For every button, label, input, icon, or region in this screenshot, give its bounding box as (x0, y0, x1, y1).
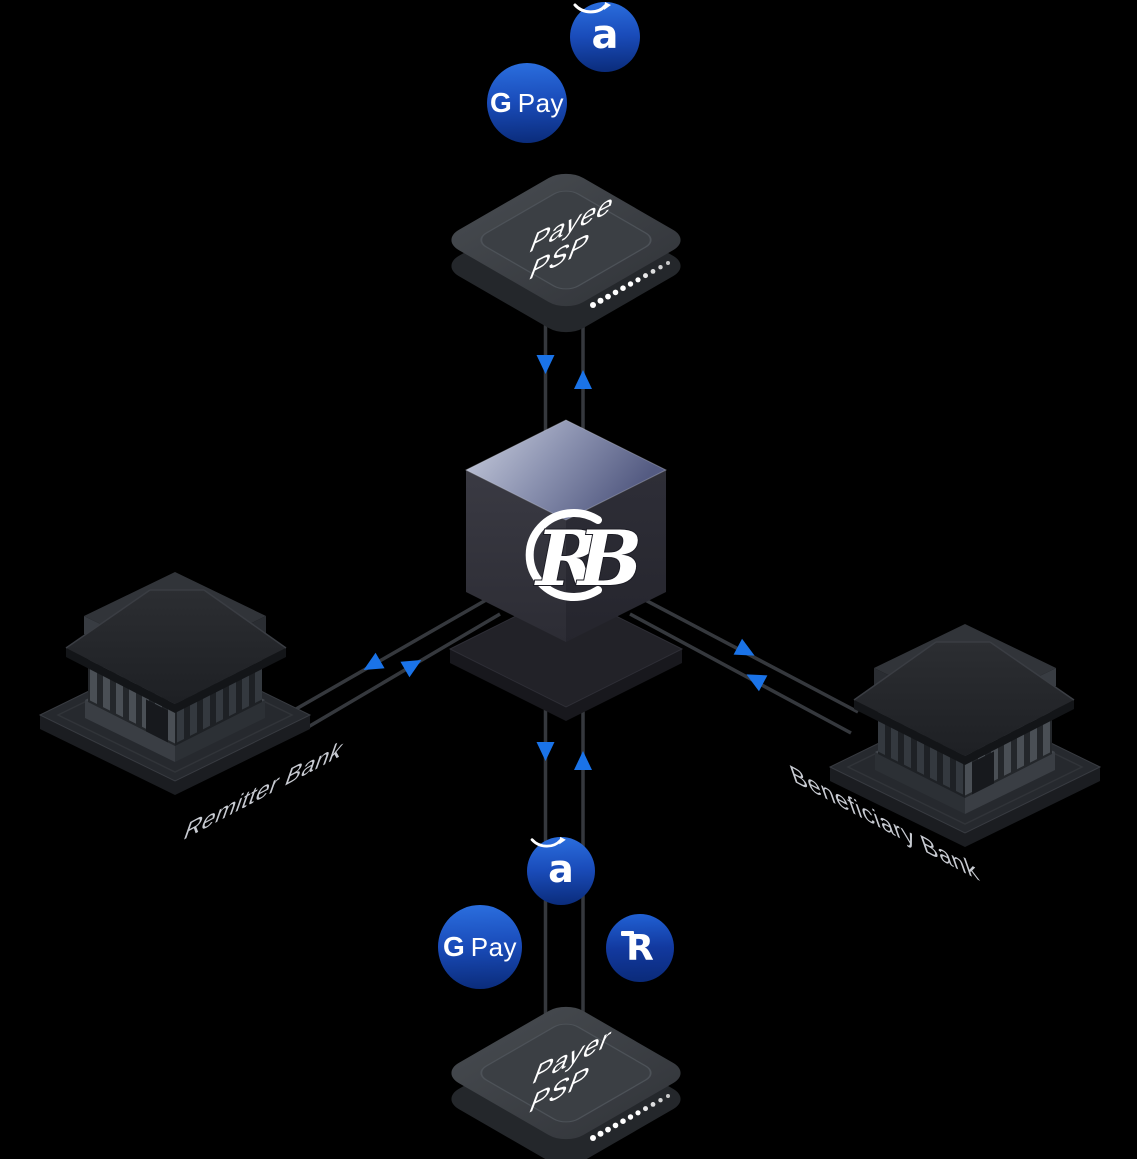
amazon-letter: a (548, 847, 574, 891)
amazon-smile-icon (530, 836, 566, 848)
cube-left-face (466, 470, 566, 642)
arrow-from-remitter-icon (400, 660, 422, 678)
amazon-letter: a (591, 12, 619, 58)
arrow-down-top-icon (536, 355, 555, 374)
arrow-up-top-icon (574, 370, 592, 389)
line-rbi-to-remitter (295, 590, 501, 711)
monogram-letter-r: R (534, 514, 599, 603)
gpay-g-letter: G (442, 931, 465, 962)
arrow-down-bottom-icon (536, 742, 555, 761)
chip-led-strip (590, 261, 670, 308)
amazon-icon-top: a (570, 2, 640, 72)
chip-led-strip (590, 1094, 670, 1141)
payer-psp-node (451, 1006, 681, 1159)
arrow-from-beneficiary-icon (746, 674, 768, 692)
payee-psp-node (451, 173, 681, 333)
bank-platform-side (40, 715, 310, 795)
cube-top-face (464, 419, 668, 521)
bank-base-left (85, 700, 175, 762)
rbi-cube-node: R B (448, 419, 684, 721)
cube-platform-top (448, 590, 684, 708)
arrow-to-beneficiary-icon (733, 638, 755, 656)
revolut-top-bar (621, 931, 634, 936)
line-beneficiary-to-rbi (629, 612, 852, 735)
bank-base-right (175, 700, 265, 762)
bank-roof-edges (65, 589, 287, 649)
arrow-to-remitter-icon (363, 652, 385, 670)
amazon-smile-icon (573, 2, 611, 14)
gpay-g-letter: G (489, 87, 512, 118)
chip-panel (480, 190, 652, 290)
gpay-icon-top: G Pay (487, 63, 567, 143)
amazon-icon-bottom: a (527, 836, 595, 905)
gpay-icon-bottom: G Pay (438, 905, 522, 989)
revolut-icon: R (606, 914, 674, 982)
monogram-c-swash (525, 509, 602, 601)
gpay-pay-label: Pay (470, 931, 518, 962)
flow-arrows (363, 355, 768, 770)
rbi-monogram-logo: R B (525, 509, 643, 604)
monogram-letter-b: B (576, 514, 642, 603)
arrow-up-bottom-icon (574, 751, 592, 770)
bank-roof (66, 590, 286, 704)
line-remitter-to-rbi (302, 612, 501, 732)
bank-door (146, 699, 168, 743)
cube-platform-side (450, 649, 682, 721)
chip-panel (480, 1023, 652, 1123)
remitter-bank-building (38, 572, 312, 795)
gpay-pay-label: Pay (517, 87, 565, 118)
